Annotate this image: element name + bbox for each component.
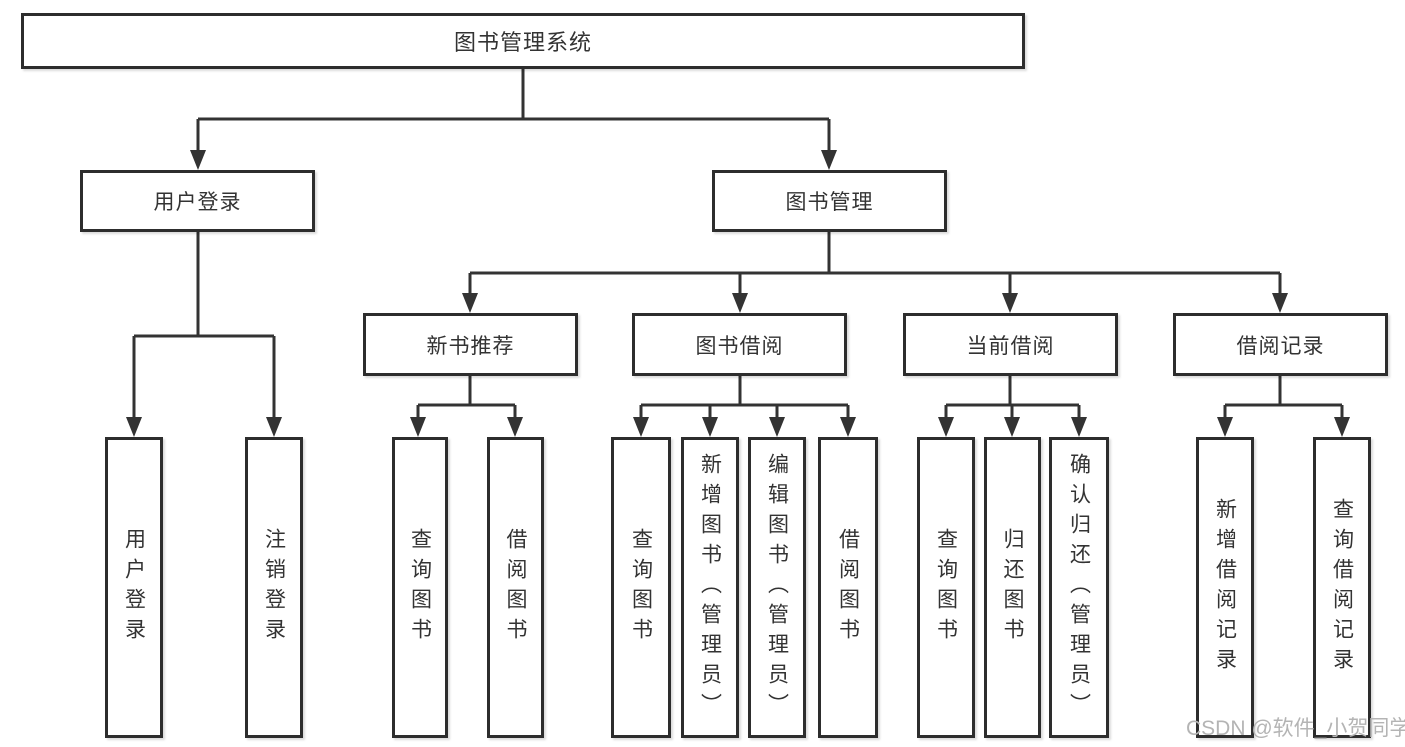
node-book-borrowing: 图书借阅 — [632, 313, 847, 376]
arrowheads — [126, 150, 1350, 437]
leaf-confirm-return-admin: 确认归还（管理员） — [1049, 437, 1109, 738]
leaf-user-login: 用户登录 — [105, 437, 163, 738]
csdn-watermark: CSDN @软件_小贺同学 — [1186, 717, 1405, 740]
leaf-borrow-books-2: 借阅图书 — [818, 437, 878, 738]
leaf-query-borrow-record: 查询借阅记录 — [1313, 437, 1371, 738]
leaf-return-books: 归还图书 — [984, 437, 1041, 738]
leaf-borrow-books-1: 借阅图书 — [487, 437, 544, 738]
leaf-query-books-1: 查询图书 — [392, 437, 448, 738]
leaf-add-books-admin: 新增图书（管理员） — [681, 437, 739, 738]
leaf-add-borrow-record: 新增借阅记录 — [1196, 437, 1254, 738]
node-user-login: 用户登录 — [80, 170, 315, 232]
node-new-book-recommend: 新书推荐 — [363, 313, 578, 376]
leaf-query-books-3: 查询图书 — [917, 437, 975, 738]
leaf-query-books-2: 查询图书 — [611, 437, 671, 738]
leaf-logout: 注销登录 — [245, 437, 303, 738]
node-borrowing-records: 借阅记录 — [1173, 313, 1388, 376]
node-book-management: 图书管理 — [712, 170, 947, 232]
node-current-borrowing: 当前借阅 — [903, 313, 1118, 376]
node-root-library-system: 图书管理系统 — [21, 13, 1025, 69]
leaf-edit-books-admin: 编辑图书（管理员） — [748, 437, 806, 738]
